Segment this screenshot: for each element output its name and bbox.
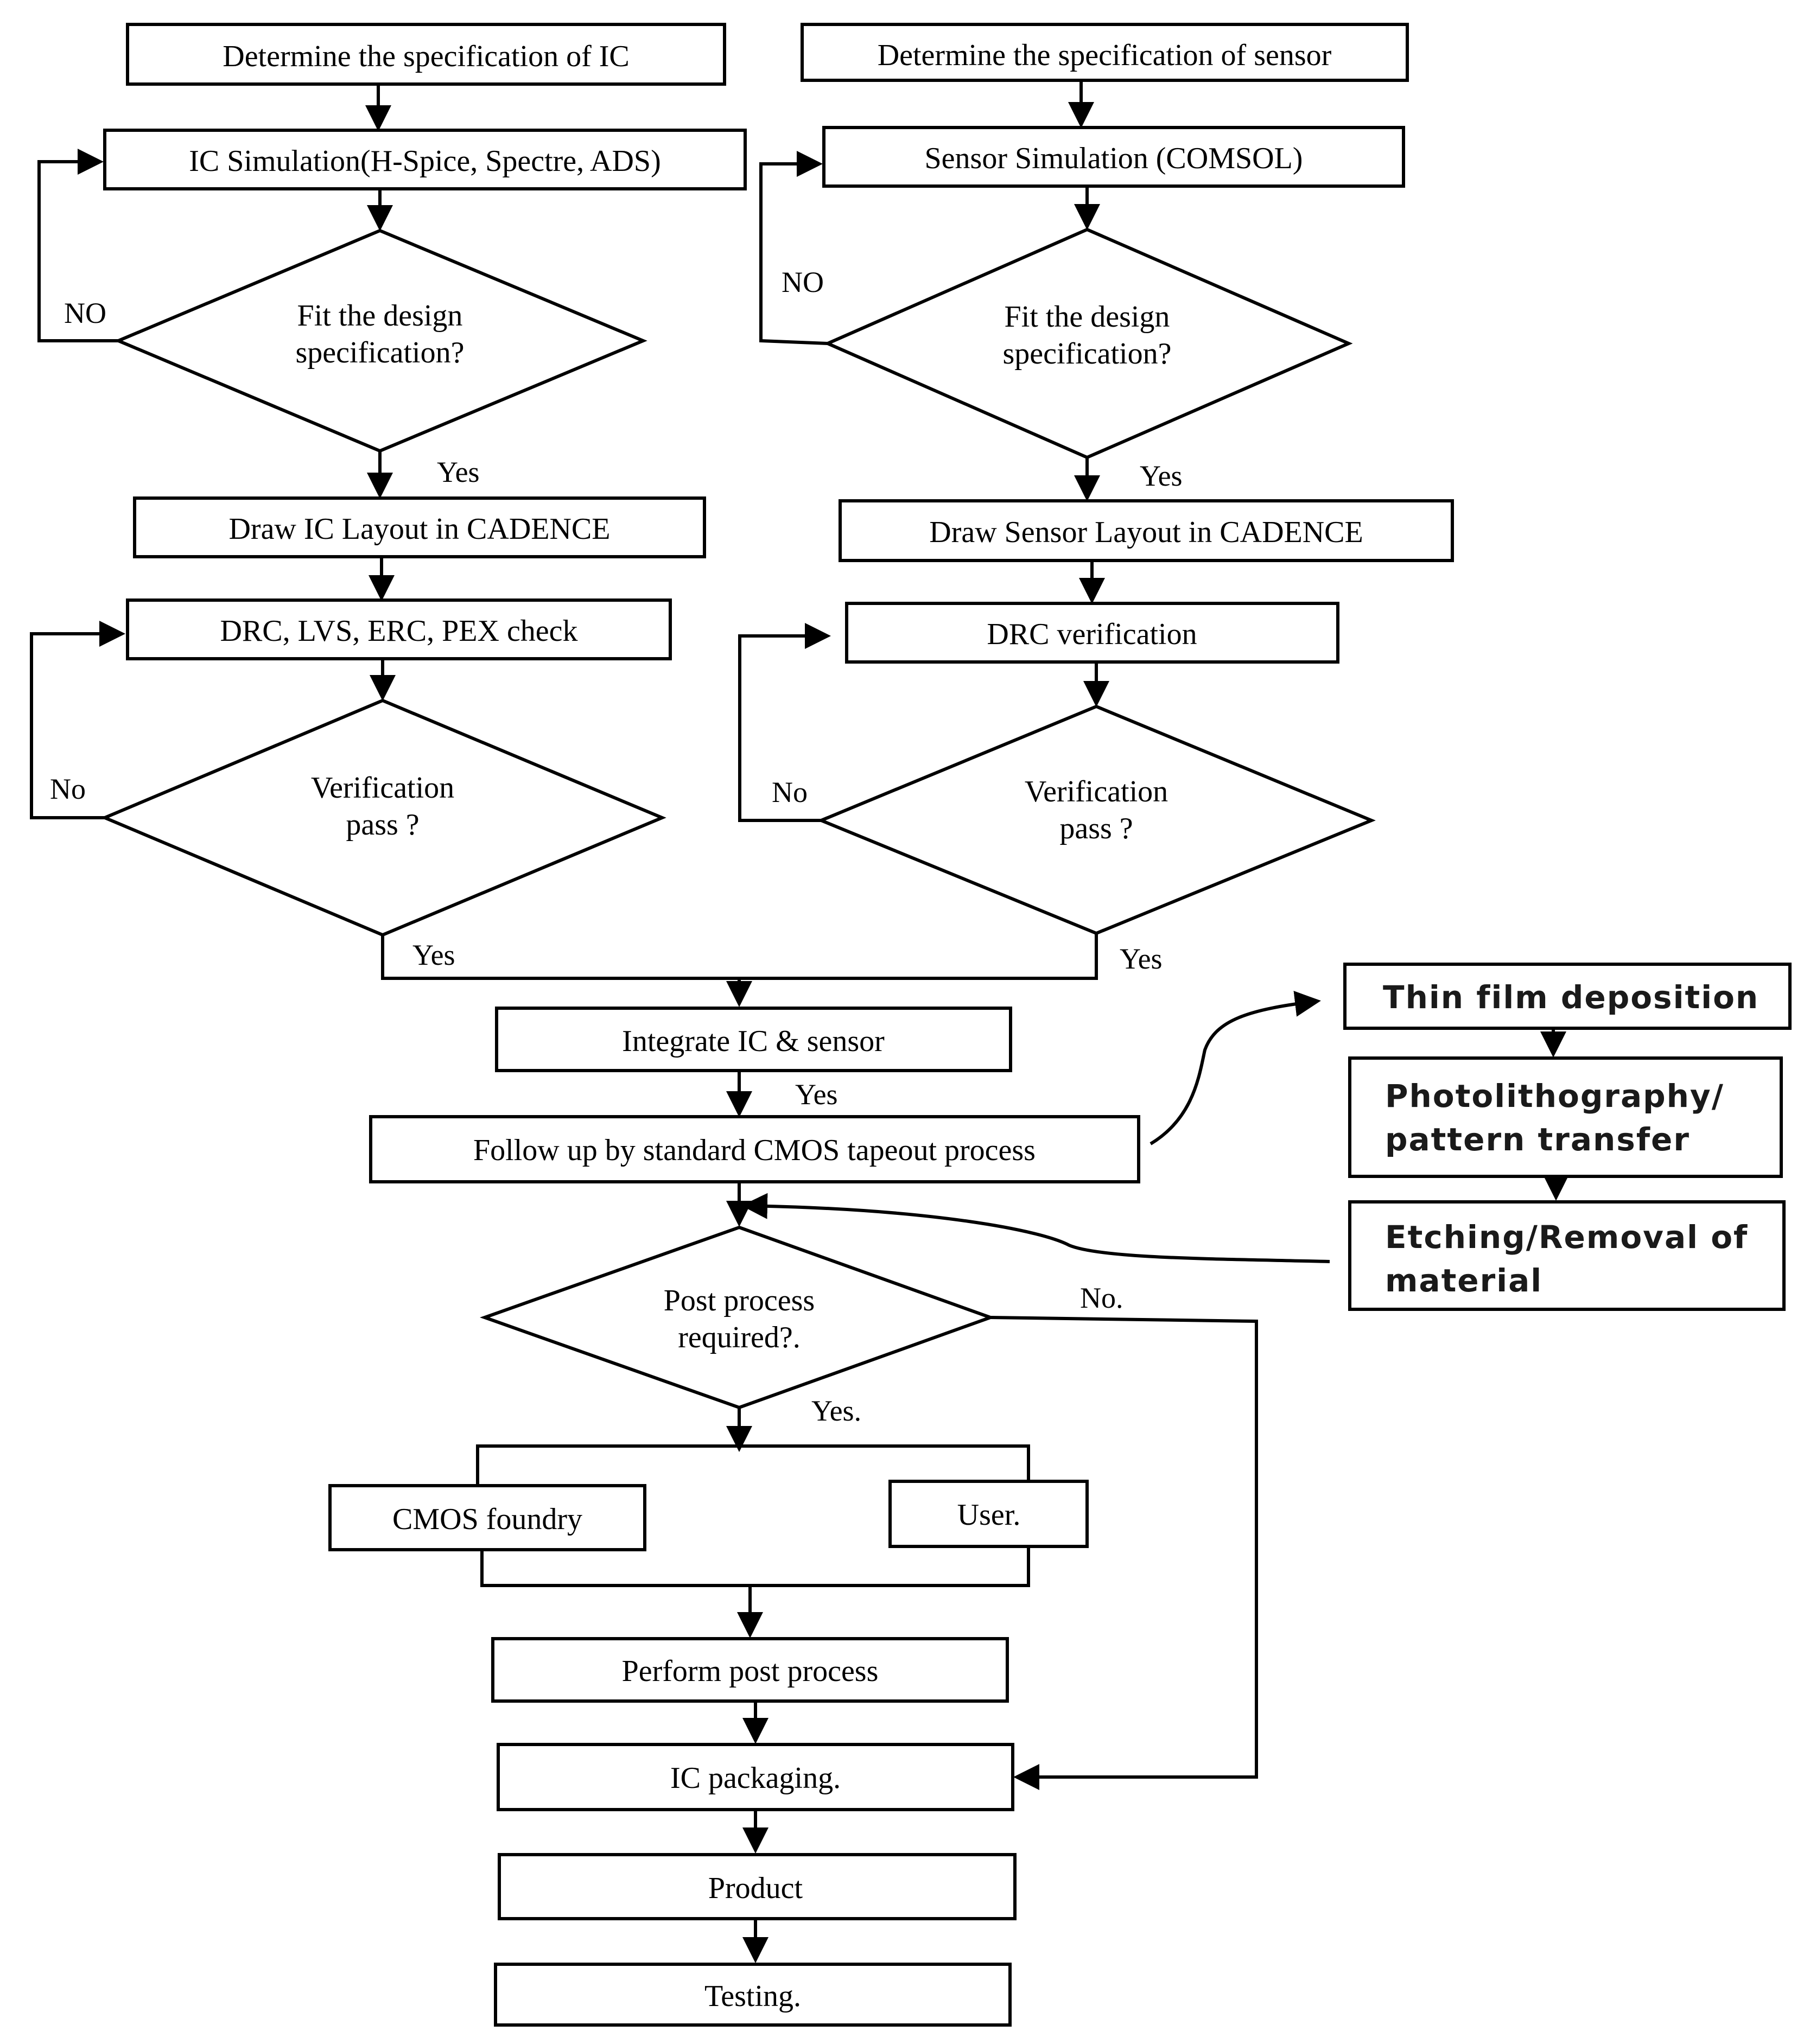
sensor-simulation-box (822, 126, 1405, 188)
ic-check-box (126, 598, 672, 660)
ic-decision-fit-line1: Fit the design (297, 299, 463, 333)
post-process-decision (480, 1225, 995, 1410)
ic-no-loop1 (37, 149, 118, 342)
user-text: User. (957, 1498, 1021, 1532)
sensor-yes1-label: Yes (1140, 460, 1183, 492)
testing-box (494, 1963, 1012, 2027)
ic-simulation-text: IC Simulation(H-Spice, Spectre, ADS) (189, 144, 661, 178)
thin-film-text: Thin film deposition (1383, 979, 1759, 1016)
curve-arrow-etching-return (741, 1193, 1330, 1263)
ic-branch: Determine the specification of IC IC Sim… (30, 23, 747, 971)
perform-box (491, 1637, 1009, 1703)
testing-text: Testing. (704, 1979, 801, 2013)
sensor-decision-verify-line1: Verification (1025, 775, 1168, 808)
ic-simulation-box (103, 129, 747, 190)
sensor-decision-verify-line2: pass ? (1059, 812, 1133, 845)
sensor-check-box (845, 602, 1339, 664)
integrate-yes-label: Yes (795, 1078, 838, 1111)
sensor-layout-box (839, 499, 1454, 562)
main-flow: Integrate IC & sensor Yes Follow up by s… (328, 1007, 1258, 2027)
photolithography-line2: pattern transfer (1385, 1121, 1690, 1158)
split-bottom-connector (480, 1546, 1030, 1587)
foundry-text: CMOS foundry (392, 1502, 582, 1536)
ic-decision-verify-line2: pass ? (346, 808, 419, 842)
ic-layout-text: Draw IC Layout in CADENCE (228, 512, 610, 546)
sensor-decision-fit-line1: Fit the design (1005, 300, 1170, 334)
post-no-label: No. (1080, 1282, 1123, 1314)
integrate-text: Integrate IC & sensor (622, 1024, 885, 1058)
product-box (498, 1853, 1017, 1920)
product-text: Product (708, 1871, 803, 1905)
sensor-branch: Determine the specification of sensor Se… (738, 23, 1454, 975)
ic-no1-label: NO (64, 297, 106, 329)
sensor-no2-label: No (772, 776, 808, 808)
ic-layout-box (133, 496, 706, 558)
integrate-box (495, 1007, 1012, 1072)
etching-line1: Etching/Removal of (1385, 1219, 1748, 1256)
thin-film-box (1343, 963, 1792, 1030)
packaging-text: IC packaging. (670, 1761, 841, 1795)
sensor-simulation-text: Sensor Simulation (COMSOL) (925, 142, 1303, 175)
ic-no2-label: No (50, 773, 86, 805)
split-top-connector (476, 1444, 1030, 1484)
sensor-no-loop1 (759, 151, 828, 345)
ic-spec-text: Determine the specification of IC (223, 40, 630, 73)
perform-text: Perform post process (622, 1654, 879, 1688)
ic-no-loop2 (30, 621, 125, 819)
ic-check-text: DRC, LVS, ERC, PEX check (220, 614, 577, 648)
sensor-decision-fit-line2: specification? (1003, 337, 1172, 371)
photolithography-box (1348, 1056, 1783, 1178)
ic-decision-verify-line1: Verification (311, 771, 454, 805)
merge-connector (381, 933, 1098, 980)
sensor-check-text: DRC verification (987, 617, 1197, 651)
ic-yes2-label: Yes (412, 939, 455, 971)
photolithography-line1: Photolithography/ (1385, 1078, 1724, 1115)
curve-arrow-tapeout-to-steps (1149, 991, 1321, 1145)
sensor-yes2-label: Yes (1120, 943, 1163, 975)
user-box (888, 1480, 1089, 1548)
etching-line2: material (1385, 1262, 1542, 1299)
foundry-box (328, 1484, 646, 1551)
post-yes-label: Yes. (811, 1394, 861, 1427)
sensor-layout-text: Draw Sensor Layout in CADENCE (929, 515, 1363, 549)
sensor-no-loop2 (738, 623, 831, 822)
tapeout-box (369, 1115, 1140, 1183)
etching-box (1348, 1200, 1786, 1311)
process-steps: Thin film deposition Photolithography/ p… (741, 963, 1792, 1311)
packaging-box (497, 1743, 1014, 1811)
tapeout-text: Follow up by standard CMOS tapeout proce… (473, 1134, 1036, 1167)
post-process-line2: required?. (678, 1321, 800, 1354)
ic-yes1-label: Yes (437, 456, 480, 488)
post-process-line1: Post process (664, 1284, 815, 1317)
post-no-path (990, 1316, 1258, 1790)
sensor-spec-box (801, 23, 1409, 82)
ic-spec-box (126, 23, 726, 86)
sensor-no1-label: NO (782, 266, 824, 298)
sensor-spec-text: Determine the specification of sensor (878, 39, 1332, 72)
ic-decision-fit-line2: specification? (296, 336, 465, 370)
